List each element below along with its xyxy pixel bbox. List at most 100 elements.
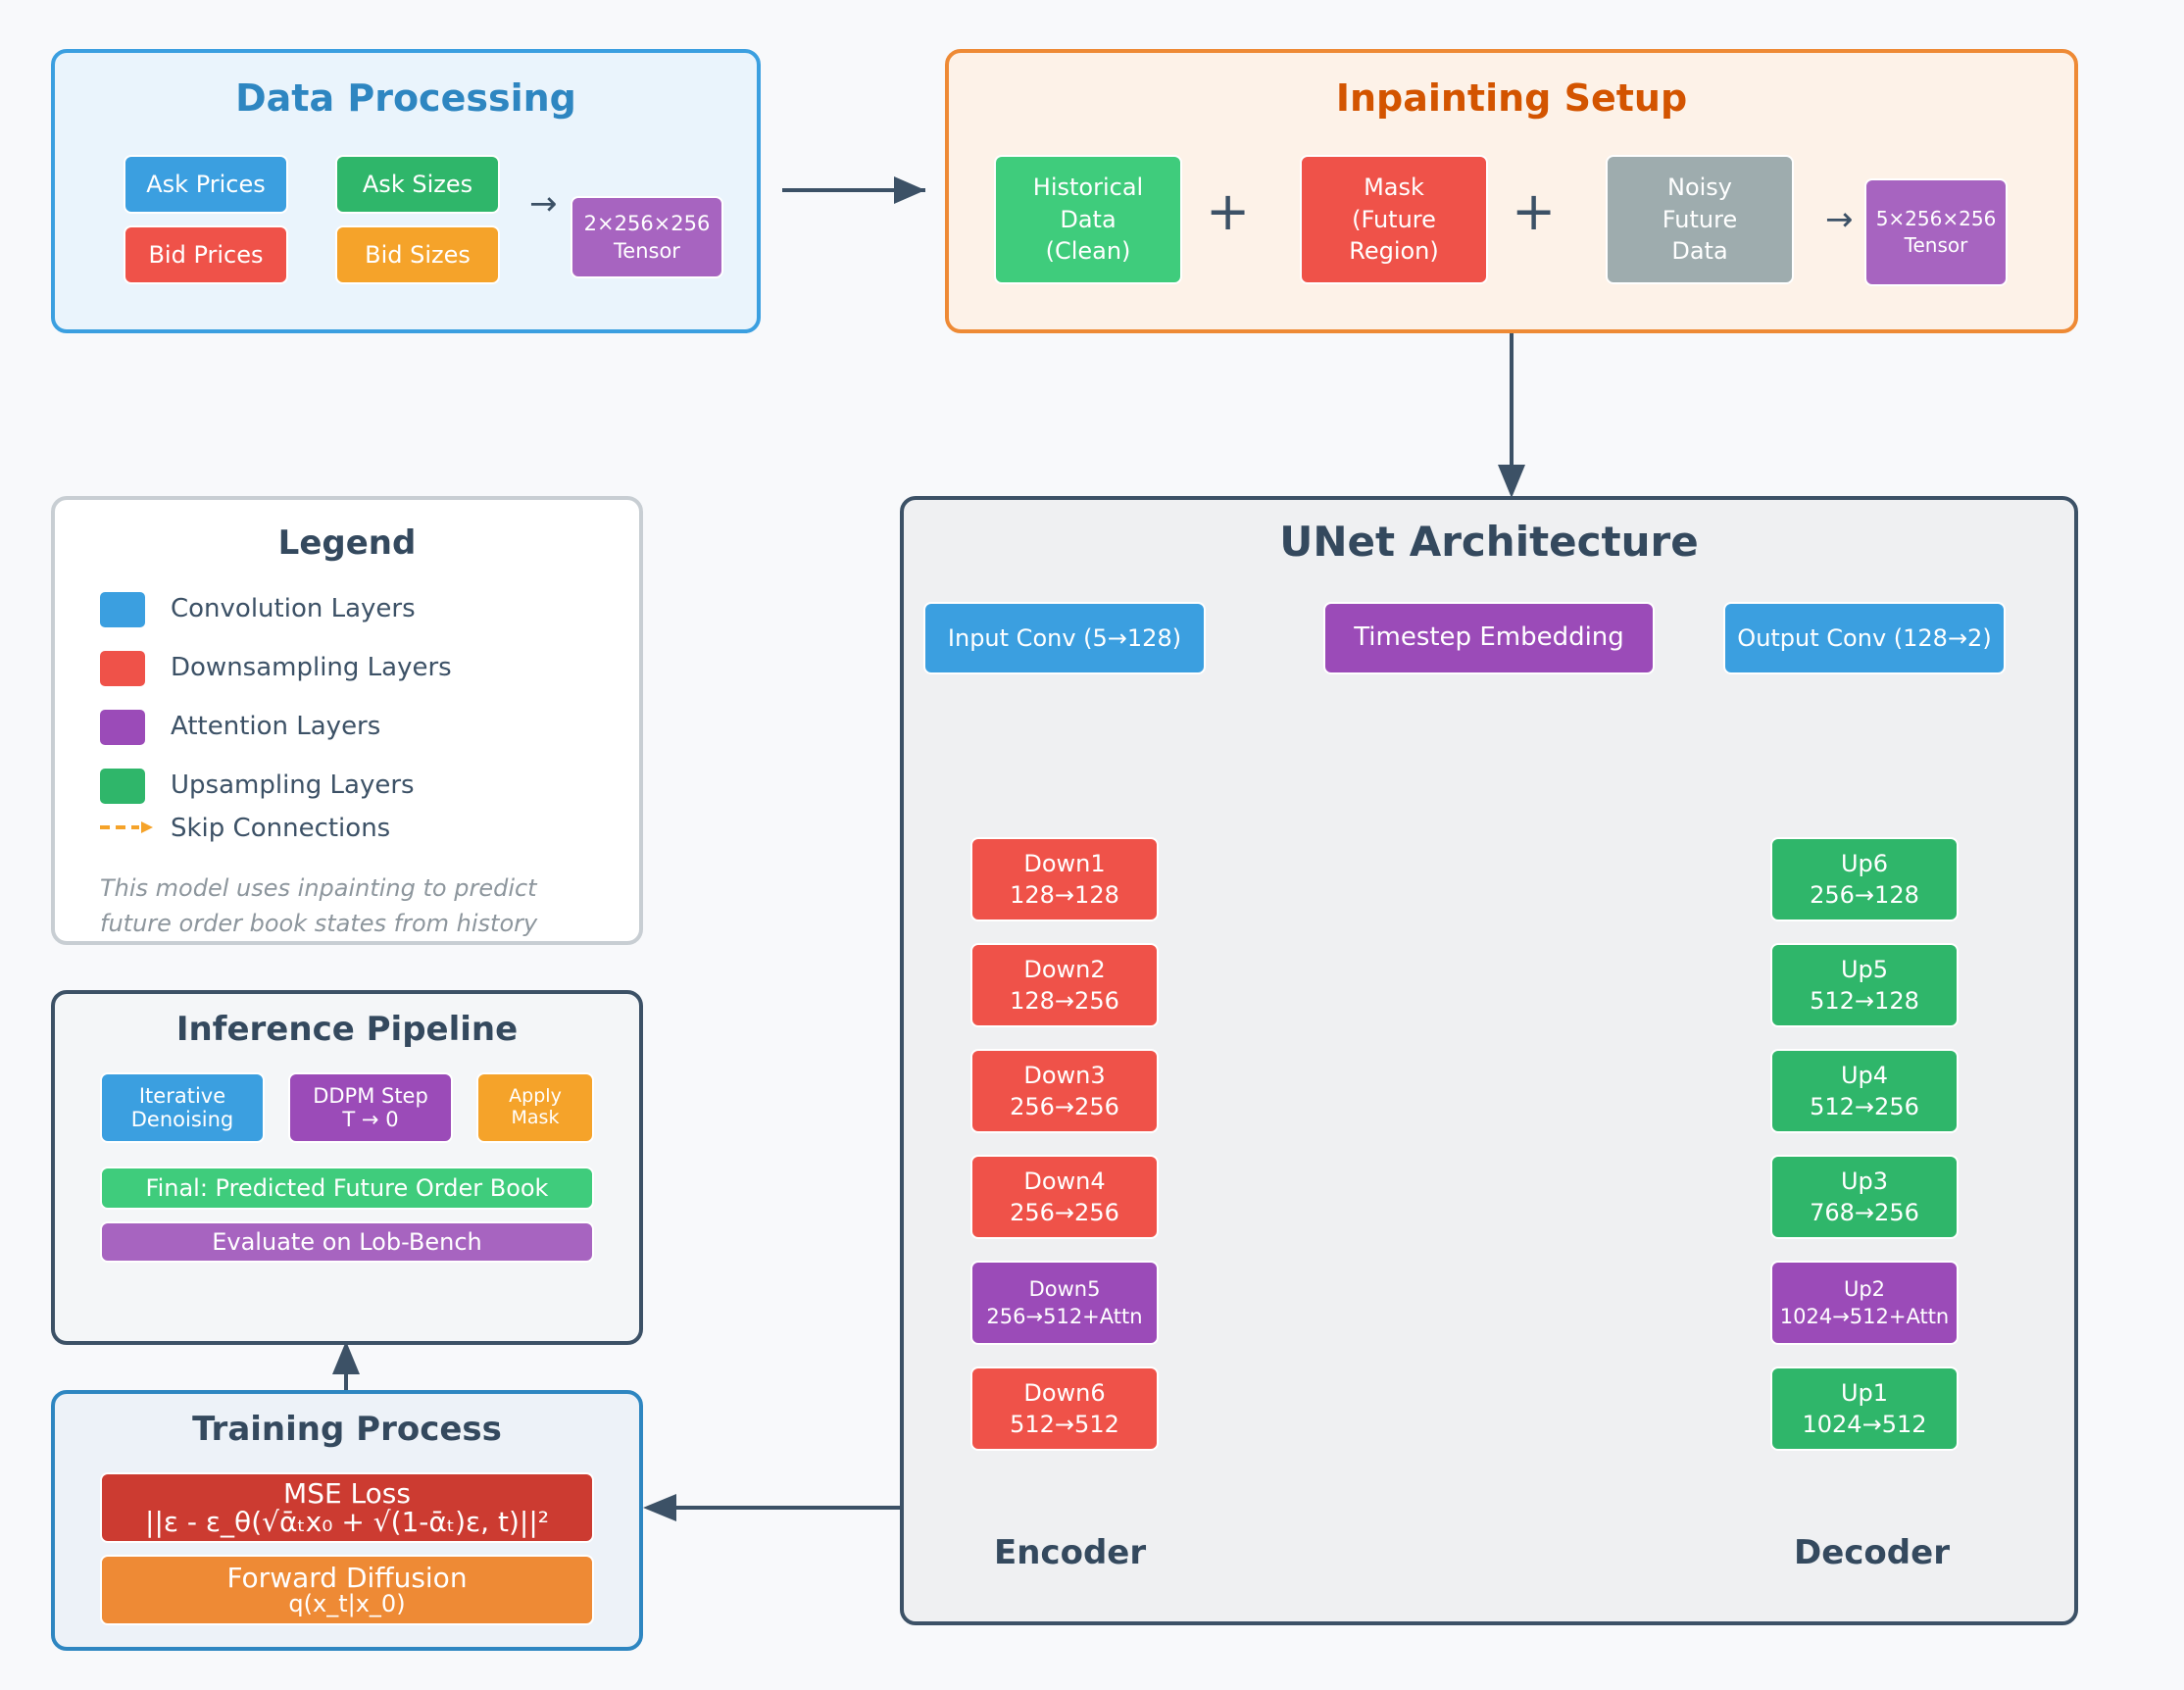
- input-conv-label: Input Conv (5→128): [947, 623, 1182, 652]
- legend-label-attention: Attention Layers: [171, 712, 381, 741]
- down4-channels: 256→256: [1010, 1199, 1119, 1226]
- data-tensor-box: 2×256×256 Tensor: [571, 196, 723, 278]
- bid-prices-label: Bid Prices: [148, 240, 264, 269]
- mask-line-1: Mask: [1364, 174, 1424, 202]
- ddpm-line-2: T → 0: [342, 1108, 399, 1131]
- forward-diffusion-box: Forward Diffusion q(x_t|x_0): [100, 1555, 594, 1625]
- plus-symbol-1: +: [1206, 180, 1251, 242]
- timestep-embedding-label: Timestep Embedding: [1354, 622, 1624, 653]
- ask-prices-box: Ask Prices: [124, 155, 288, 214]
- bid-prices-box: Bid Prices: [124, 225, 288, 284]
- historical-data-box: Historical Data (Clean): [994, 155, 1182, 284]
- up1-block: Up1 1024→512: [1770, 1367, 1959, 1451]
- up6-channels: 256→128: [1810, 881, 1919, 909]
- inpainting-arrow: →: [1825, 200, 1854, 239]
- training-process-title: Training Process: [192, 1410, 502, 1449]
- ask-sizes-label: Ask Sizes: [362, 170, 473, 198]
- timestep-embedding-box: Timestep Embedding: [1323, 602, 1655, 674]
- down6-name: Down6: [1023, 1378, 1106, 1407]
- output-conv-box: Output Conv (128→2): [1723, 602, 2006, 674]
- flow-arrows: [332, 176, 1525, 1521]
- down5-block: Down5 256→512+Attn: [970, 1261, 1159, 1345]
- up2-name: Up2: [1843, 1276, 1886, 1301]
- iterative-line-2: Denoising: [130, 1108, 234, 1131]
- down3-block: Down3 256→256: [970, 1049, 1159, 1133]
- ddpm-step-box: DDPM Step T → 0: [288, 1072, 453, 1143]
- input-tensor-label: Tensor: [1904, 233, 1968, 257]
- down6-block: Down6 512→512: [970, 1367, 1159, 1451]
- apply-mask-line-1: Apply: [509, 1085, 562, 1108]
- historical-line-1: Historical: [1032, 174, 1144, 202]
- up6-name: Up6: [1840, 849, 1889, 877]
- ddpm-line-1: DDPM Step: [313, 1083, 428, 1108]
- inference-pipeline-title: Inference Pipeline: [175, 1010, 519, 1049]
- down2-name: Down2: [1023, 955, 1106, 983]
- forward-diffusion-title: Forward Diffusion: [226, 1561, 468, 1594]
- mse-loss-title: MSE Loss: [283, 1476, 411, 1510]
- mask-box: Mask (Future Region): [1300, 155, 1488, 284]
- down4-name: Down4: [1023, 1167, 1106, 1195]
- up3-block: Up3 768→256: [1770, 1155, 1959, 1239]
- noisy-line-1: Noisy: [1666, 174, 1732, 202]
- legend-label-downsampling: Downsampling Layers: [171, 653, 452, 682]
- noisy-line-2: Future: [1662, 205, 1738, 233]
- forward-diffusion-formula: q(x_t|x_0): [288, 1590, 406, 1618]
- up2-block: Up2 1024→512+Attn: [1770, 1261, 1959, 1345]
- legend-label-upsampling: Upsampling Layers: [171, 770, 415, 800]
- evaluate-label: Evaluate on Lob-Bench: [212, 1227, 482, 1256]
- data-tensor-label: Tensor: [614, 239, 680, 263]
- bid-sizes-label: Bid Sizes: [365, 240, 471, 269]
- up4-name: Up4: [1840, 1061, 1889, 1089]
- legend-swatch-upsampling: [100, 769, 145, 804]
- legend-swatch-convolution: [100, 592, 145, 627]
- data-processing-arrow: →: [529, 184, 558, 224]
- legend-label-skip: Skip Connections: [171, 814, 391, 843]
- historical-line-2: Data: [1060, 205, 1117, 233]
- down2-block: Down2 128→256: [970, 943, 1159, 1027]
- bid-sizes-box: Bid Sizes: [335, 225, 500, 284]
- noisy-line-3: Data: [1671, 237, 1728, 266]
- legend-note-line-2: future order book states from history: [100, 910, 538, 937]
- down3-name: Down3: [1023, 1061, 1106, 1089]
- legend-label-convolution: Convolution Layers: [171, 594, 416, 623]
- noisy-future-box: Noisy Future Data: [1606, 155, 1794, 284]
- up4-channels: 512→256: [1810, 1093, 1919, 1120]
- plus-symbol-2: +: [1512, 180, 1557, 242]
- apply-mask-box: Apply Mask: [476, 1072, 594, 1143]
- up2-channels: 1024→512+Attn: [1779, 1305, 1950, 1328]
- legend-swatch-downsampling: [100, 651, 145, 686]
- down6-channels: 512→512: [1010, 1411, 1119, 1438]
- iterative-denoising-box: Iterative Denoising: [100, 1072, 265, 1143]
- input-conv-box: Input Conv (5→128): [923, 602, 1206, 674]
- unet-architecture-title: UNet Architecture: [1279, 518, 1699, 566]
- down5-name: Down5: [1028, 1276, 1101, 1301]
- legend-skip-line-icon: [100, 821, 153, 833]
- input-tensor-box: 5×256×256 Tensor: [1864, 178, 2008, 286]
- mse-loss-box: MSE Loss ||ε - ε_θ(√ᾱₜx₀ + √(1-ᾱₜ)ε, t)|…: [100, 1472, 594, 1543]
- data-processing-title: Data Processing: [235, 76, 576, 120]
- up5-block: Up5 512→128: [1770, 943, 1959, 1027]
- up1-name: Up1: [1840, 1378, 1889, 1407]
- down2-channels: 128→256: [1010, 987, 1119, 1015]
- final-prediction-box: Final: Predicted Future Order Book: [100, 1167, 594, 1210]
- data-tensor-shape: 2×256×256: [583, 211, 711, 235]
- down1-name: Down1: [1023, 849, 1106, 877]
- up5-name: Up5: [1840, 955, 1889, 983]
- mask-line-3: Region): [1349, 237, 1439, 266]
- up3-name: Up3: [1840, 1167, 1889, 1195]
- legend-note-line-1: This model uses inpainting to predict: [100, 874, 537, 902]
- down1-block: Down1 128→128: [970, 837, 1159, 921]
- mask-line-2: (Future: [1352, 205, 1436, 233]
- up1-channels: 1024→512: [1802, 1411, 1927, 1438]
- final-prediction-label: Final: Predicted Future Order Book: [145, 1173, 549, 1202]
- historical-line-3: (Clean): [1045, 237, 1131, 266]
- inpainting-setup-title: Inpainting Setup: [1335, 76, 1688, 120]
- down5-channels: 256→512+Attn: [986, 1305, 1143, 1328]
- iterative-line-1: Iterative: [138, 1083, 226, 1108]
- legend-title: Legend: [277, 523, 417, 563]
- up4-block: Up4 512→256: [1770, 1049, 1959, 1133]
- up6-block: Up6 256→128: [1770, 837, 1959, 921]
- ask-sizes-box: Ask Sizes: [335, 155, 500, 214]
- down3-channels: 256→256: [1010, 1093, 1119, 1120]
- legend-panel: Legend: [51, 496, 643, 945]
